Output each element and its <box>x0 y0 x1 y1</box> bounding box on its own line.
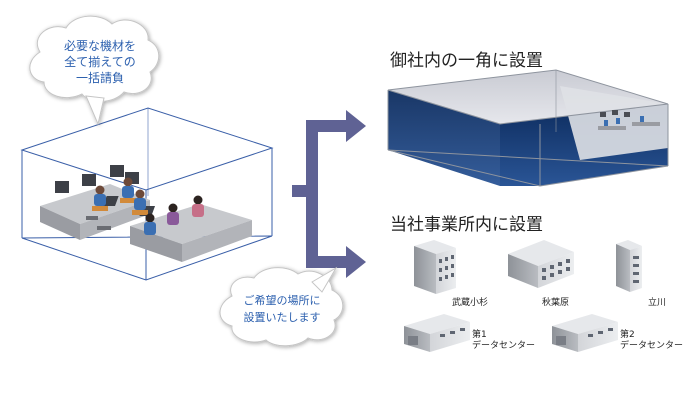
office-room-illustration <box>20 107 274 281</box>
left-bubble-line-2: 全て揃えての <box>64 55 136 69</box>
location-label-musashikosugi: 武蔵小杉 <box>452 298 489 308</box>
datacenter-2-number: 第2 <box>620 330 635 340</box>
worker-figures <box>86 177 204 235</box>
option-bottom-heading: 当社事業所内に設置 <box>390 215 543 235</box>
location-label-tachikawa: 立川 <box>648 298 667 308</box>
client-room-illustration <box>387 69 669 187</box>
location-label-akihabara: 秋葉原 <box>542 298 570 308</box>
left-bubble-text: 必要な機材を 全て揃えての 一括請負 <box>44 38 156 86</box>
bottom-bubble-line-2: 設置いたします <box>243 311 321 324</box>
left-speech-bubble <box>29 15 160 126</box>
bottom-bubble-line-1: ご希望の場所に <box>243 294 321 307</box>
building-musashikosugi <box>414 240 456 294</box>
branch-bracket-arrow <box>292 110 366 278</box>
location-label-datacenter-1: 第1 データセンター <box>472 330 535 352</box>
left-bubble-line-3: 一括請負 <box>75 71 124 85</box>
building-akihabara <box>508 240 574 288</box>
datacenter-2-name: データセンター <box>620 341 684 351</box>
datacenter-1-number: 第1 <box>472 330 487 340</box>
building-datacenter-1 <box>404 314 470 352</box>
location-label-datacenter-2: 第2 データセンター <box>620 330 683 352</box>
building-datacenter-2 <box>552 314 618 352</box>
left-bubble-line-1: 必要な機材を <box>63 39 136 53</box>
building-tachikawa <box>616 240 642 292</box>
bottom-speech-bubble <box>219 266 344 347</box>
option-top-heading: 御社内の一角に設置 <box>390 51 543 71</box>
datacenter-1-name: データセンター <box>472 341 536 351</box>
bottom-bubble-text: ご希望の場所に 設置いたします <box>226 292 338 326</box>
